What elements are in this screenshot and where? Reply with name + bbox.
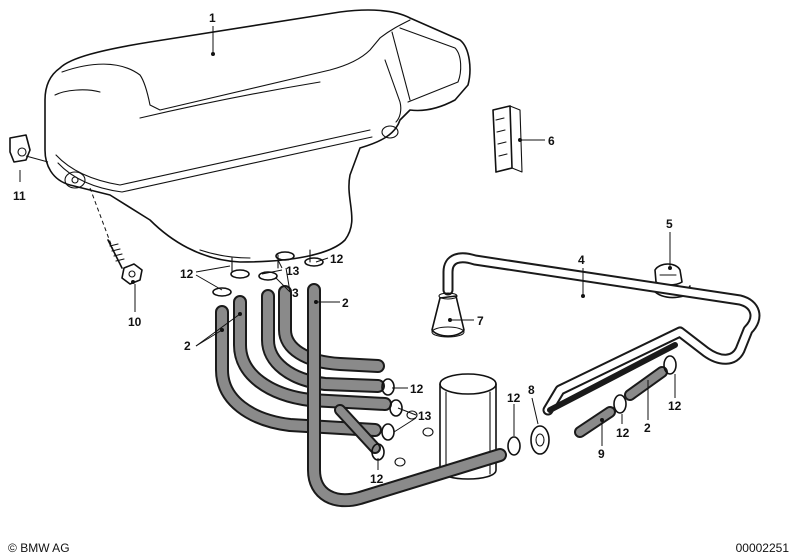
callout-8: 8 [528,383,535,397]
callout-5: 5 [666,217,673,231]
callout-2-right: 2 [644,421,651,435]
callout-13-mid: 13 [418,409,432,423]
brand-name: BMW AG [20,541,70,555]
callout-7: 7 [477,314,484,328]
hose-bundle [212,251,507,508]
callout-12-top-right: 12 [330,252,344,266]
callout-6: 6 [548,134,555,148]
leader-lines [19,26,676,470]
grommet [507,425,550,456]
callout-labels: 1 2 2 2 3 4 5 6 7 8 9 10 11 12 12 12 12 … [13,11,682,486]
copyright-brand: © BMW AG [8,541,70,555]
tank-body [44,9,471,273]
callout-4: 4 [578,253,585,267]
document-number: 00002251 [735,541,789,555]
callout-12-mid: 12 [410,382,424,396]
callout-1: 1 [209,11,216,25]
bracket-clip [9,134,49,163]
filler-neck [439,373,497,480]
callout-2-upper: 2 [342,296,349,310]
copyright-symbol: © [8,541,17,555]
callout-3: 3 [292,286,299,300]
vent-pipe [442,252,761,416]
screw [89,187,143,285]
callout-9: 9 [598,447,605,461]
callout-12-right: 12 [616,426,630,440]
callout-13-top: 13 [286,264,300,278]
callout-12-bottom: 12 [370,472,384,486]
grommet-cap [431,292,465,338]
short-hose [547,342,678,438]
cable-holder [492,105,523,173]
callout-10: 10 [128,315,142,329]
callout-11: 11 [13,189,26,203]
callout-2-left: 2 [184,339,191,353]
callout-12-near-grommet: 12 [507,391,521,405]
callout-12-far-right: 12 [668,399,682,413]
callout-12-left: 12 [180,267,194,281]
